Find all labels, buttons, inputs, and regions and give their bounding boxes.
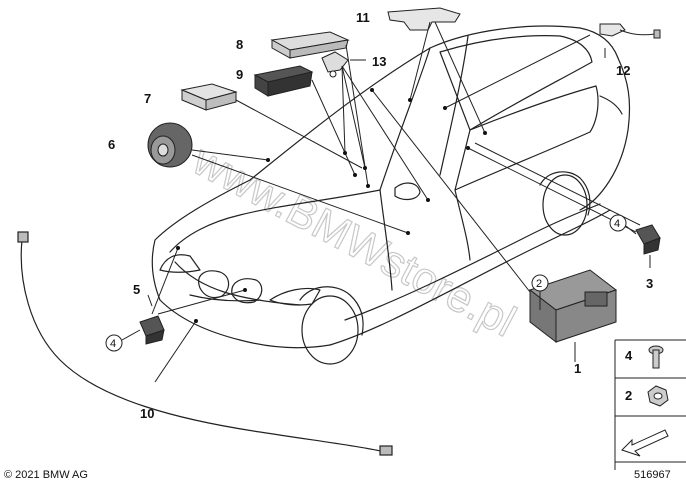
watermark-text: www.BMWstore.pl: [184, 135, 523, 346]
arrow-icon: [621, 429, 669, 457]
part-10-cable: [17, 231, 393, 456]
callout-12: 12: [616, 63, 630, 78]
callout-3: 3: [646, 276, 653, 291]
circled-ref-4-right: 4: [609, 214, 637, 235]
callout-6: 6: [108, 137, 115, 152]
circled-ref-4-left: 4: [105, 329, 141, 352]
callout-5: 5: [133, 282, 140, 297]
bolt-icon: [648, 345, 664, 369]
legend: 4 2: [614, 339, 686, 470]
circled-ref-2-ecu: 2: [531, 274, 549, 310]
part-5-front-sensor: [139, 315, 165, 345]
part-6-round-sensor: [147, 122, 193, 168]
svg-text:2: 2: [536, 278, 542, 290]
callout-13: 13: [372, 54, 386, 69]
part-1-airbag-control-unit: [528, 269, 618, 344]
callout-10: 10: [140, 406, 154, 421]
part-8-module: [270, 31, 350, 59]
nut-icon: [647, 385, 669, 407]
callout-7: 7: [144, 91, 151, 106]
part-7-module: [180, 83, 238, 111]
part-11-sensor-strip: [387, 7, 461, 31]
connection-points: [176, 88, 487, 323]
part-3-side-sensor: [635, 224, 661, 255]
legend-label-bolt: 4: [625, 348, 633, 363]
svg-text:4: 4: [614, 218, 620, 230]
callout-11: 11: [356, 10, 370, 25]
svg-text:4: 4: [110, 338, 116, 350]
diagram-number: 516967: [634, 469, 671, 481]
leader-lines: [147, 21, 651, 383]
part-13-bracket: [321, 51, 349, 78]
legend-label-nut: 2: [625, 388, 632, 403]
part-12-wiring-harness: [599, 23, 661, 39]
copyright-text: © 2021 BMW AG: [4, 469, 88, 481]
callout-labels: 1 3 5 6 7 8 9 10 11 12 13: [108, 10, 653, 421]
callout-1: 1: [574, 361, 581, 376]
callout-9: 9: [236, 67, 243, 82]
part-9-module: [253, 65, 314, 97]
callout-8: 8: [236, 37, 243, 52]
